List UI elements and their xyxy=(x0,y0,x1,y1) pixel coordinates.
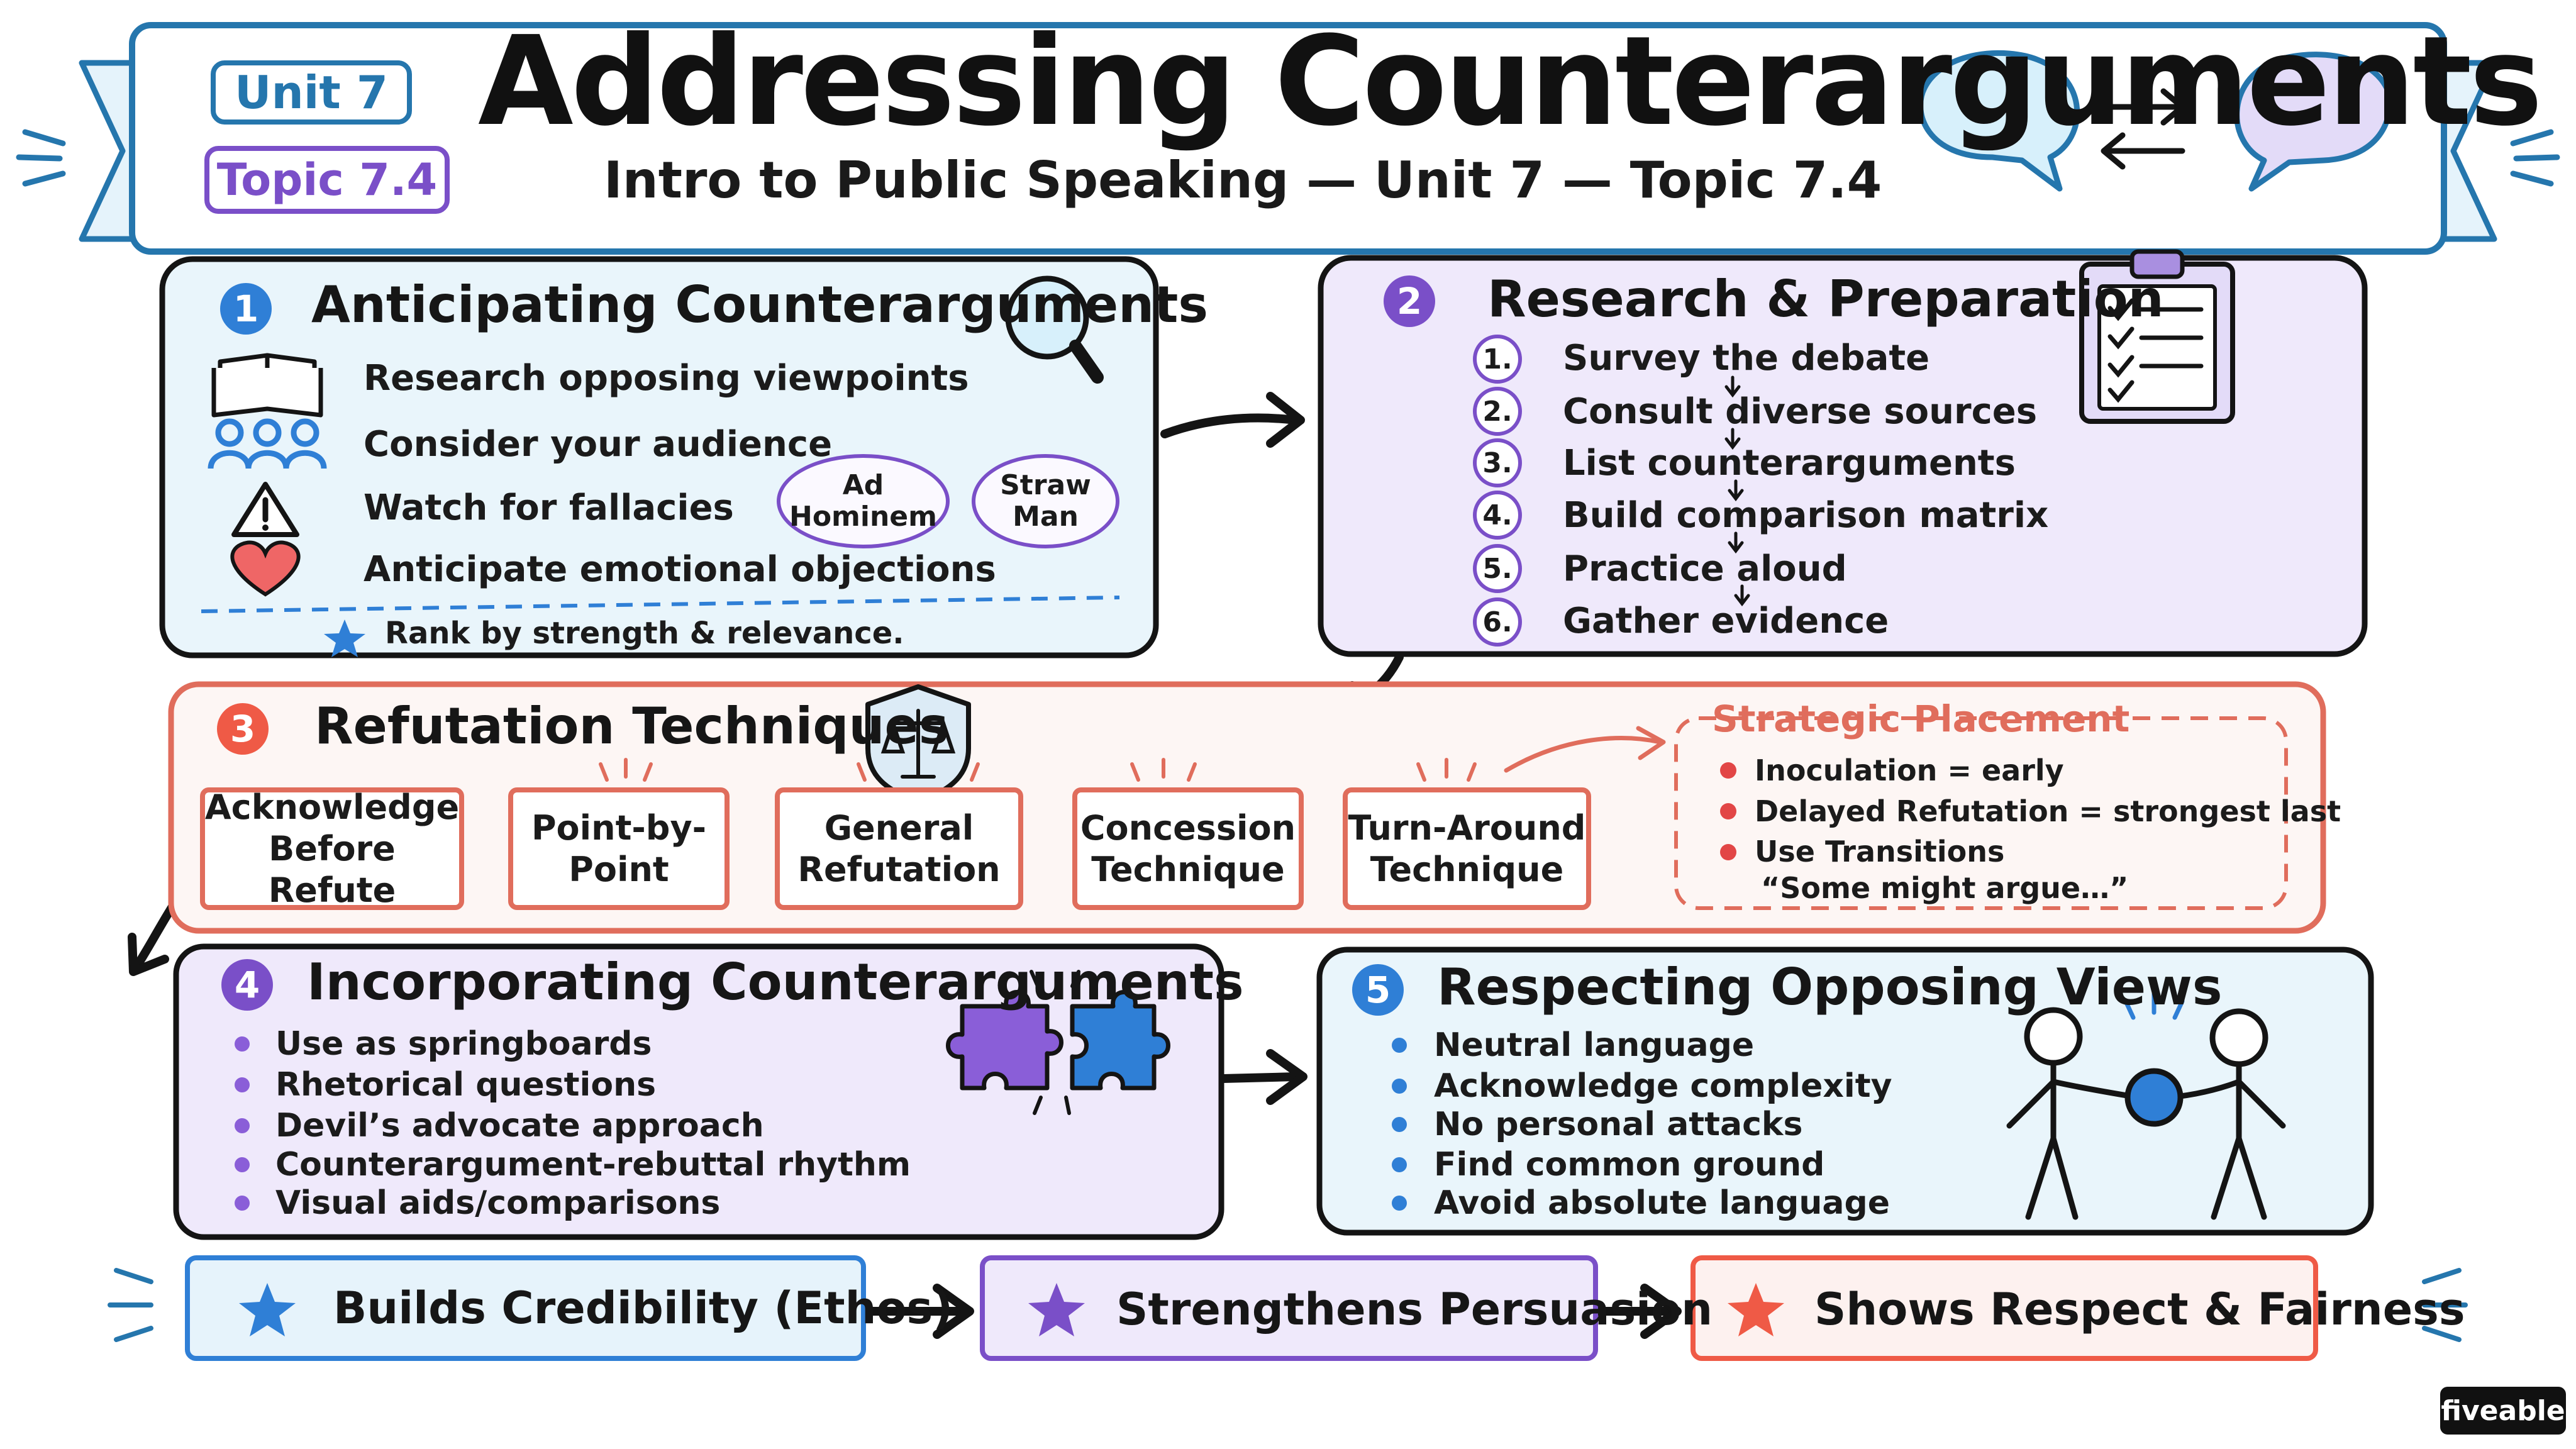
placement-item: Inoculation = early xyxy=(1755,753,2064,787)
anticipating-tip: Rank by strength & relevance. xyxy=(385,616,904,651)
incorporating-item: Counterargument-rebuttal rhythm xyxy=(275,1146,911,1184)
outcome-star-2 xyxy=(1028,1283,1085,1336)
audience-icon xyxy=(208,418,327,469)
section-title-refutation: Refutation Techniques xyxy=(314,697,949,755)
page-title: Addressing Counterarguments xyxy=(478,10,2543,153)
footer-sparkles xyxy=(108,1268,2468,1342)
topic-badge: Topic 7.4 xyxy=(204,146,450,214)
technique-sparkles xyxy=(599,758,1477,782)
outcome-banner-2 xyxy=(980,1255,1598,1361)
handshake-icon xyxy=(2006,991,2286,1220)
outcome-banner-3 xyxy=(1690,1255,2318,1361)
anticipating-item: Watch for fallacies xyxy=(364,487,734,528)
placement-box xyxy=(1674,716,2288,910)
placement-title: Strategic Placement xyxy=(1712,697,2130,740)
step-text: Build comparison matrix xyxy=(1563,495,2049,536)
section-number-5: 5 xyxy=(1352,964,1404,1016)
header-sparkles xyxy=(16,129,2560,187)
outcome-label-respect: Shows Respect & Fairness xyxy=(1814,1284,2465,1335)
step-number: 3. xyxy=(1473,438,1522,487)
speech-bubbles-icon xyxy=(1918,50,2392,192)
step-text: Gather evidence xyxy=(1563,601,1889,641)
placement-item: Delayed Refutation = strongest last xyxy=(1755,794,2341,828)
outcome-star-3 xyxy=(1728,1283,1784,1336)
step-text: Survey the debate xyxy=(1563,338,1930,379)
technique-general: General Refutation xyxy=(775,787,1023,910)
section-number-4: 4 xyxy=(221,959,273,1011)
incorporating-item: Visual aids/comparisons xyxy=(275,1184,721,1222)
fallacy-ad-hominem: Ad Hominem xyxy=(777,454,950,548)
flow-arrows xyxy=(128,392,1682,1339)
anticipating-item: Research opposing viewpoints xyxy=(364,358,969,399)
incorporating-item: Devil’s advocate approach xyxy=(275,1107,764,1145)
step-number: 5. xyxy=(1473,544,1522,593)
incorporating-dots xyxy=(235,1036,250,1211)
respecting-item: Avoid absolute language xyxy=(1434,1184,1890,1222)
step-text: Practice aloud xyxy=(1563,548,1847,589)
outcome-banner-1 xyxy=(185,1255,866,1361)
respecting-dots xyxy=(1392,1038,1407,1211)
respecting-item: Acknowledge complexity xyxy=(1434,1067,1892,1105)
heart-icon xyxy=(230,540,301,597)
unit-badge: Unit 7 xyxy=(211,60,412,125)
respecting-panel xyxy=(1316,947,2374,1236)
placement-dots xyxy=(1720,762,1736,860)
warning-icon xyxy=(231,482,299,537)
section-title-respecting: Respecting Opposing Views xyxy=(1437,958,2223,1016)
outcome-label-persuasion: Strengthens Persuasion xyxy=(1116,1284,1713,1335)
technique-turn-around: Turn-Around Technique xyxy=(1343,787,1591,910)
anticipating-panel xyxy=(159,256,1159,658)
star-icon xyxy=(324,619,365,657)
puzzle-icon xyxy=(946,970,1170,1115)
anticipating-item: Anticipate emotional objections xyxy=(364,549,996,590)
technique-acknowledge: Acknowledge Before Refute xyxy=(200,787,464,910)
placement-item: Use Transitions xyxy=(1755,835,2005,869)
section-number-3: 3 xyxy=(217,703,269,755)
technique-concession: Concession Technique xyxy=(1072,787,1304,910)
step-connectors xyxy=(1724,375,1750,607)
placement-quote: “Some might argue…” xyxy=(1761,871,2129,905)
section1-divider xyxy=(201,596,1120,613)
shield-scales-icon xyxy=(865,684,971,804)
step-text: Consult diverse sources xyxy=(1563,391,2038,432)
fallacy-straw-man: Straw Man xyxy=(972,454,1119,548)
step-number: 1. xyxy=(1473,335,1522,384)
placement-arrow xyxy=(1504,726,1666,773)
technique-point-by-point: Point-by- Point xyxy=(508,787,730,910)
book-icon xyxy=(211,353,323,418)
step-text: List counterarguments xyxy=(1563,443,2016,484)
brand-logo: fiveable xyxy=(2440,1387,2566,1435)
outcome-star-1 xyxy=(239,1283,296,1336)
respecting-item: Neutral language xyxy=(1434,1026,1755,1064)
clipboard-icon xyxy=(2079,249,2235,424)
incorporating-item: Use as springboards xyxy=(275,1025,652,1063)
section-title-incorporating: Incorporating Counterarguments xyxy=(307,953,1244,1011)
section-number-1: 1 xyxy=(220,283,272,335)
magnifier-icon xyxy=(1005,275,1104,384)
respecting-item: Find common ground xyxy=(1434,1146,1825,1184)
section-title-anticipating: Anticipating Counterarguments xyxy=(311,275,1208,334)
step-number: 6. xyxy=(1473,597,1522,647)
respecting-item: No personal attacks xyxy=(1434,1106,1803,1143)
header-ribbon xyxy=(79,22,2497,255)
section-number-2: 2 xyxy=(1384,275,1435,327)
outcome-label-credibility: Builds Credibility (Ethos) xyxy=(333,1282,953,1334)
section-title-research: Research & Preparation xyxy=(1487,270,2164,328)
step-number: 2. xyxy=(1473,387,1522,436)
page-subtitle: Intro to Public Speaking — Unit 7 — Topi… xyxy=(604,151,1882,209)
step-number: 4. xyxy=(1473,491,1522,540)
anticipating-item: Consider your audience xyxy=(364,424,833,465)
incorporating-item: Rhetorical questions xyxy=(275,1066,657,1104)
